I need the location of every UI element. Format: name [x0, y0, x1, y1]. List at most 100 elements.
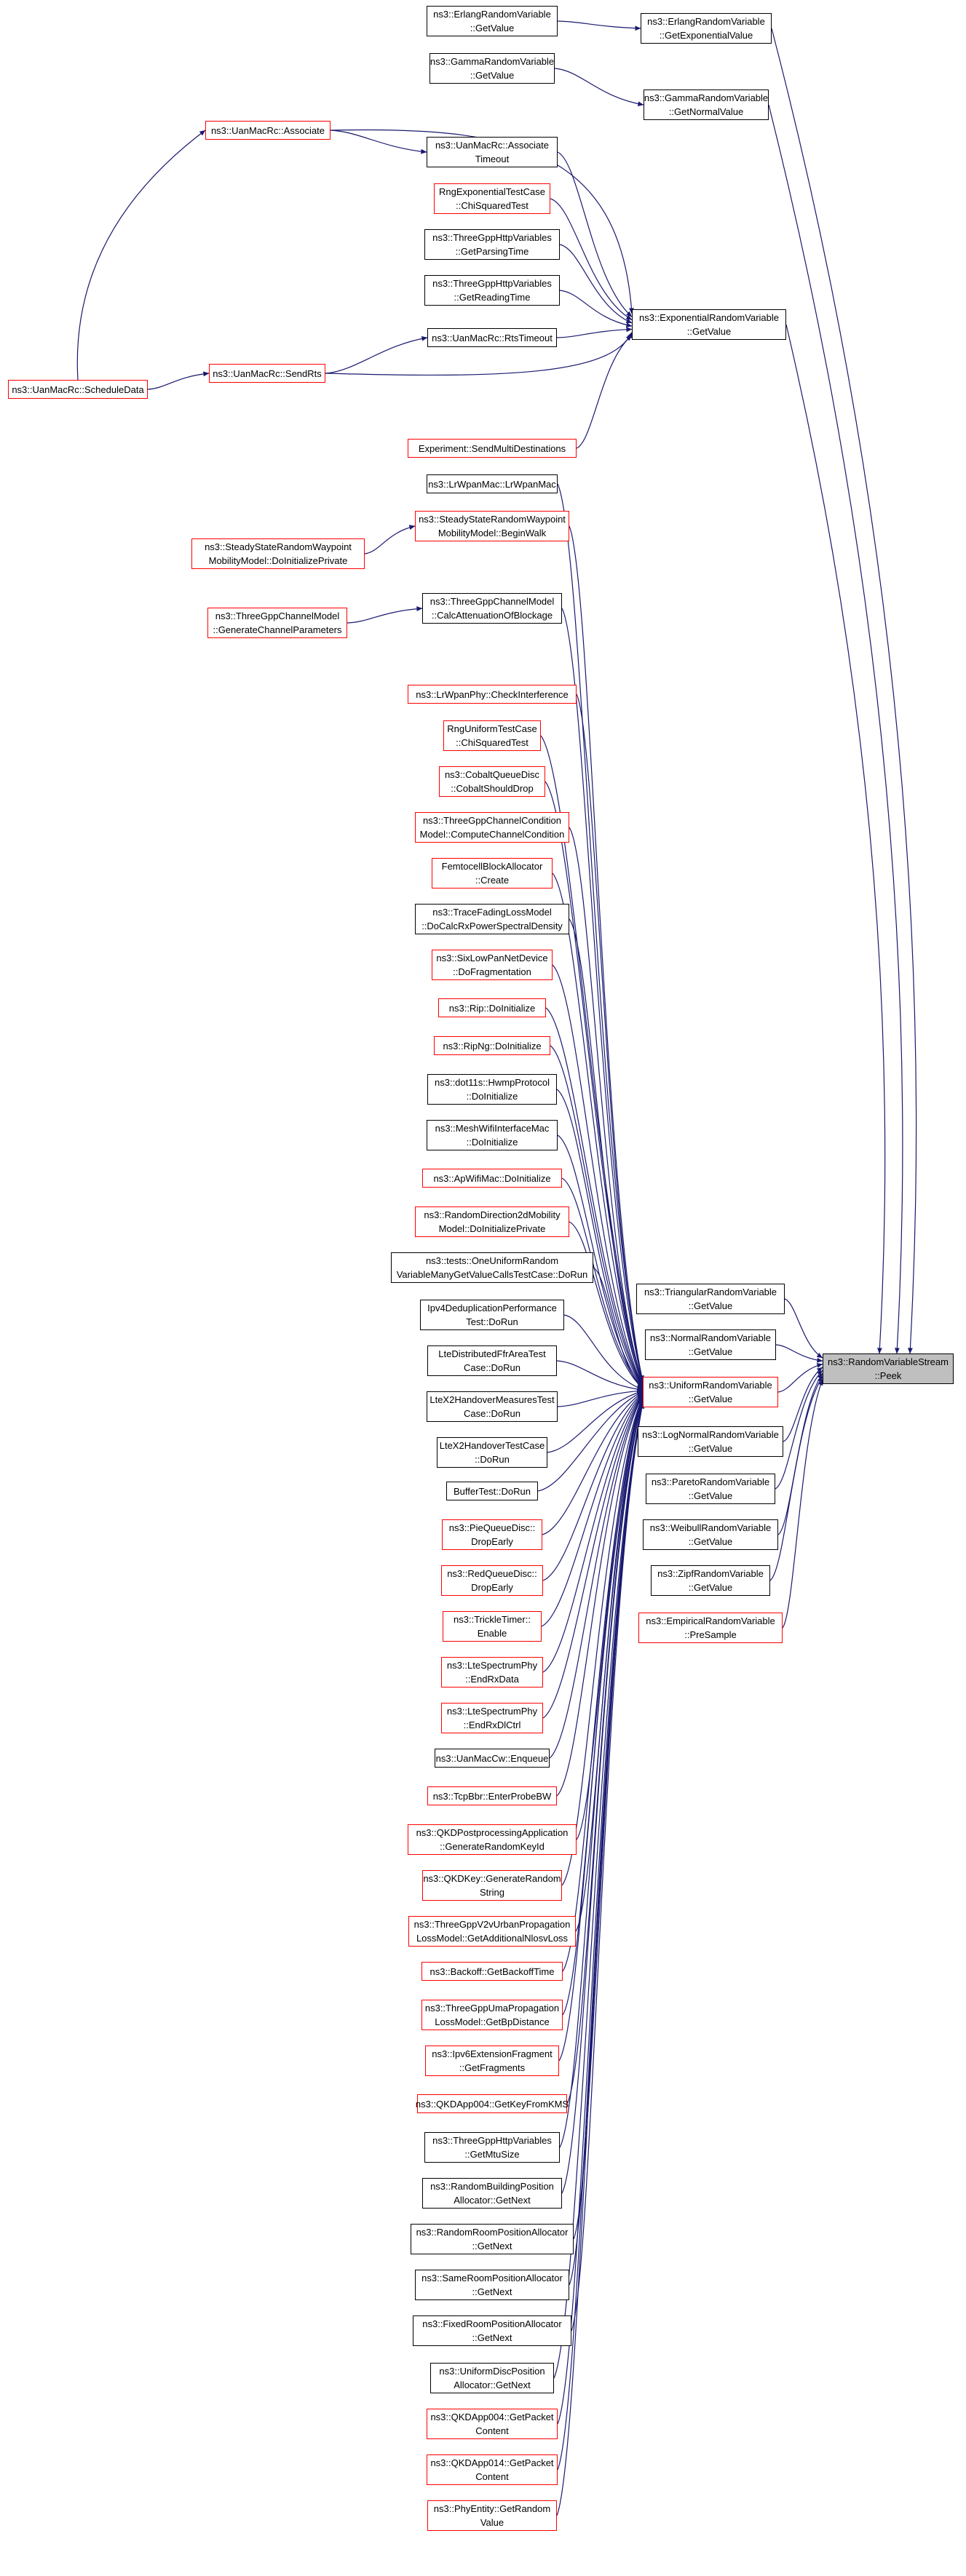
graph-node-ns3-dot11s-hwmpprotocol-doinitialize[interactable]: ns3::dot11s::HwmpProtocol::DoInitialize — [427, 1074, 557, 1105]
graph-node-ns3-threegppchannelmodel-calcattenuationofblockage[interactable]: ns3::ThreeGppChannelModel::CalcAttenuati… — [422, 593, 562, 624]
graph-node-label: ns3::SteadyStateRandomWaypoint — [205, 541, 352, 552]
graph-node-ns3-threegpphttpvariables-getparsingtime[interactable]: ns3::ThreeGppHttpVariables::GetParsingTi… — [424, 229, 560, 260]
graph-node-ns3-meshwifiinterfacemac-doinitialize[interactable]: ns3::MeshWifiInterfaceMac::DoInitialize — [427, 1120, 558, 1150]
graph-node-label: ns3::UniformDiscPosition — [439, 2366, 545, 2377]
graph-node-ns3-threegpphttpvariables-getreadingtime[interactable]: ns3::ThreeGppHttpVariables::GetReadingTi… — [424, 275, 560, 306]
graph-node-ns3-qkdpostprocessingapplication-generaterandomkeyid[interactable]: ns3::QKDPostprocessingApplication::Gener… — [408, 1824, 577, 1855]
graph-node-ns3-tcpbbr-enterprobebw[interactable]: ns3::TcpBbr::EnterProbeBW — [427, 1786, 557, 1805]
graph-node-ns3-tracefadinglossmodel-docalcrxpowerspectraldensity[interactable]: ns3::TraceFadingLossModel::DoCalcRxPower… — [415, 904, 569, 934]
call-edge-n12-n10 — [325, 332, 633, 376]
call-edge-n2-n70 — [771, 28, 917, 1354]
graph-node-ns3-lognormalrandomvariable-getvalue[interactable]: ns3::LogNormalRandomVariable::GetValue — [638, 1426, 783, 1457]
graph-node-ns3-uanmacrc-scheduledata[interactable]: ns3::UanMacRc::ScheduleData — [8, 380, 148, 399]
graph-node-ns3-lrwpanmac-lrwpanmac[interactable]: ns3::LrWpanMac::LrWpanMac — [427, 474, 558, 493]
graph-node-ns3-erlangrandomvariable-getexponentialvalue[interactable]: ns3::ErlangRandomVariable::GetExponentia… — [641, 13, 772, 44]
graph-node-label: ns3::QKDApp014::GetPacket — [430, 2457, 554, 2468]
graph-node-ns3-ripng-doinitialize[interactable]: ns3::RipNg::DoInitialize — [434, 1036, 550, 1055]
graph-node-ns3-trickletimer-enable[interactable]: ns3::TrickleTimer::Enable — [443, 1611, 542, 1642]
graph-node-ns3-normalrandomvariable-getvalue[interactable]: ns3::NormalRandomVariable::GetValue — [645, 1329, 776, 1360]
graph-node-ns3-threegppchannelmodel-generatechannelparameters[interactable]: ns3::ThreeGppChannelModel::GenerateChann… — [207, 608, 347, 638]
graph-node-ns3-apwifimac-doinitialize[interactable]: ns3::ApWifiMac::DoInitialize — [422, 1169, 562, 1188]
graph-node-label: ::GenerateRandomKeyId — [440, 1841, 545, 1852]
graph-node-ns3-sameroompositionallocator-getnext[interactable]: ns3::SameRoomPositionAllocator::GetNext — [415, 2270, 569, 2300]
graph-node-ns3-threegpphttpvariables-getmtusize[interactable]: ns3::ThreeGppHttpVariables::GetMtuSize — [424, 2132, 560, 2163]
graph-node-ns3-ipv6extensionfragment-getfragments[interactable]: ns3::Ipv6ExtensionFragment::GetFragments — [425, 2046, 559, 2076]
graph-node-label: ns3::ErlangRandomVariable — [647, 16, 765, 27]
graph-node-label: ::GetNext — [472, 2332, 512, 2343]
graph-node-ns3-uanmacrc-rtstimeout[interactable]: ns3::UanMacRc::RtsTimeout — [427, 328, 557, 347]
graph-node-ns3-uniformrandomvariable-getvalue[interactable]: ns3::UniformRandomVariable::GetValue — [643, 1377, 778, 1407]
call-edge-n18-n64 — [561, 608, 644, 1383]
graph-node-label: ::EndRxDlCtrl — [463, 1720, 521, 1730]
graph-node-label: ::GetValue — [688, 1490, 733, 1501]
graph-node-label: ::GetNormalValue — [668, 106, 744, 117]
graph-node-rnguniformtestcase-chisquaredtest[interactable]: RngUniformTestCase::ChiSquaredTest — [443, 720, 541, 751]
graph-node-ns3-uanmacrc-sendrts[interactable]: ns3::UanMacRc::SendRts — [209, 364, 325, 383]
call-edge-n4-n70 — [768, 104, 903, 1354]
call-edge-n38-n64 — [537, 1391, 644, 1492]
graph-node-ns3-exponentialrandomvariable-getvalue[interactable]: ns3::ExponentialRandomVariable::GetValue — [632, 309, 786, 340]
graph-node-label: Enable — [477, 1628, 507, 1639]
graph-node-ns3-fixedroompositionallocator-getnext[interactable]: ns3::FixedRoomPositionAllocator::GetNext — [413, 2315, 571, 2346]
call-edge-n53-n64 — [559, 1399, 644, 2148]
graph-node-ns3-rip-doinitialize[interactable]: ns3::Rip::DoInitialize — [438, 998, 546, 1017]
graph-node-ns3-empiricalrandomvariable-presample[interactable]: ns3::EmpiricalRandomVariable::PreSample — [638, 1613, 783, 1643]
graph-node-label: ns3::QKDApp004::GetKeyFromKMS — [415, 2098, 569, 2110]
call-edge-n21-n64 — [540, 735, 644, 1384]
graph-node-label: ns3::TcpBbr::EnterProbeBW — [432, 1790, 552, 1802]
graph-node-ltex2handovertestcase-dorun[interactable]: LteX2HandoverTestCase::DoRun — [437, 1437, 547, 1468]
call-edge-n31-n64 — [561, 1177, 644, 1388]
graph-node-ns3-paretorandomvariable-getvalue[interactable]: ns3::ParetoRandomVariable::GetValue — [646, 1474, 775, 1504]
graph-node-ns3-uanmacrc-associate[interactable]: ns3::UanMacRc::Associate — [205, 121, 330, 140]
graph-node-ns3-redqueuedisc-dropearly[interactable]: ns3::RedQueueDisc::DropEarly — [441, 1565, 543, 1596]
graph-node-ns3-weibullrandomvariable-getvalue[interactable]: ns3::WeibullRandomVariable::GetValue — [643, 1519, 778, 1550]
graph-node-ns3-sixlowpannetdevice-dofragmentation[interactable]: ns3::SixLowPanNetDevice::DoFragmentation — [432, 950, 553, 980]
graph-node-ns3-ltespectrumphy-endrxdata[interactable]: ns3::LteSpectrumPhy::EndRxData — [441, 1657, 543, 1687]
graph-node-ns3-piequeuedisc-dropearly[interactable]: ns3::PieQueueDisc::DropEarly — [442, 1519, 542, 1550]
graph-node-experiment-sendmultidestinations[interactable]: Experiment::SendMultiDestinations — [408, 439, 577, 458]
graph-node-ns3-ltespectrumphy-endrxdlctrl[interactable]: ns3::LteSpectrumPhy::EndRxDlCtrl — [441, 1703, 543, 1733]
graph-node-label: ns3::PieQueueDisc:: — [448, 1522, 536, 1533]
graph-node-ns3-backoff-getbackofftime[interactable]: ns3::Backoff::GetBackoffTime — [421, 1962, 563, 1981]
graph-node-ns3-erlangrandomvariable-getvalue[interactable]: ns3::ErlangRandomVariable::GetValue — [427, 6, 558, 36]
graph-node-ns3-qkdapp004-getkeyfromkms[interactable]: ns3::QKDApp004::GetKeyFromKMS — [415, 2094, 569, 2113]
graph-node-ns3-gammarandomvariable-getvalue[interactable]: ns3::GammaRandomVariable::GetValue — [429, 53, 555, 84]
graph-node-label: LteDistributedFfrAreaTest — [438, 1348, 546, 1359]
graph-node-ns3-randomroompositionallocator-getnext[interactable]: ns3::RandomRoomPositionAllocator::GetNex… — [411, 2224, 574, 2254]
graph-node-label: ns3::ThreeGppChannelModel — [215, 611, 340, 621]
graph-node-buffertest-dorun[interactable]: BufferTest::DoRun — [446, 1482, 538, 1500]
graph-node-ns3-cobaltqueuedisc-cobaltshoulddrop[interactable]: ns3::CobaltQueueDisc::CobaltShouldDrop — [439, 766, 545, 797]
graph-node-femtocellblockallocator-create[interactable]: FemtocellBlockAllocator::Create — [432, 858, 553, 889]
graph-node-ns3-lrwpanphy-checkinterference[interactable]: ns3::LrWpanPhy::CheckInterference — [408, 685, 577, 704]
graph-node-label: ns3::QKDKey::GenerateRandom — [423, 1873, 561, 1884]
graph-node-label: ns3::SteadyStateRandomWaypoint — [419, 514, 566, 525]
graph-node-label: DropEarly — [471, 1582, 513, 1593]
graph-node-rngexponentialtestcase-chisquaredtest[interactable]: RngExponentialTestCase::ChiSquaredTest — [434, 183, 550, 214]
graph-node-ns3-triangularrandomvariable-getvalue[interactable]: ns3::TriangularRandomVariable::GetValue — [636, 1284, 785, 1314]
graph-node-label: ns3::ApWifiMac::DoInitialize — [433, 1172, 551, 1184]
graph-node-ns3-gammarandomvariable-getnormalvalue[interactable]: ns3::GammaRandomVariable::GetNormalValue — [644, 90, 769, 120]
graph-node-ns3-uanmaccw-enqueue[interactable]: ns3::UanMacCw::Enqueue — [435, 1749, 550, 1768]
graph-node-label: ns3::RandomRoomPositionAllocator — [416, 2227, 569, 2238]
graph-node-ns3-zipfrandomvariable-getvalue[interactable]: ns3::ZipfRandomVariable::GetValue — [651, 1565, 770, 1596]
graph-node-ns3-randomvariablestream-peek[interactable]: ns3::RandomVariableStream::Peek — [823, 1353, 954, 1384]
call-edge-n15-n64 — [557, 483, 644, 1382]
